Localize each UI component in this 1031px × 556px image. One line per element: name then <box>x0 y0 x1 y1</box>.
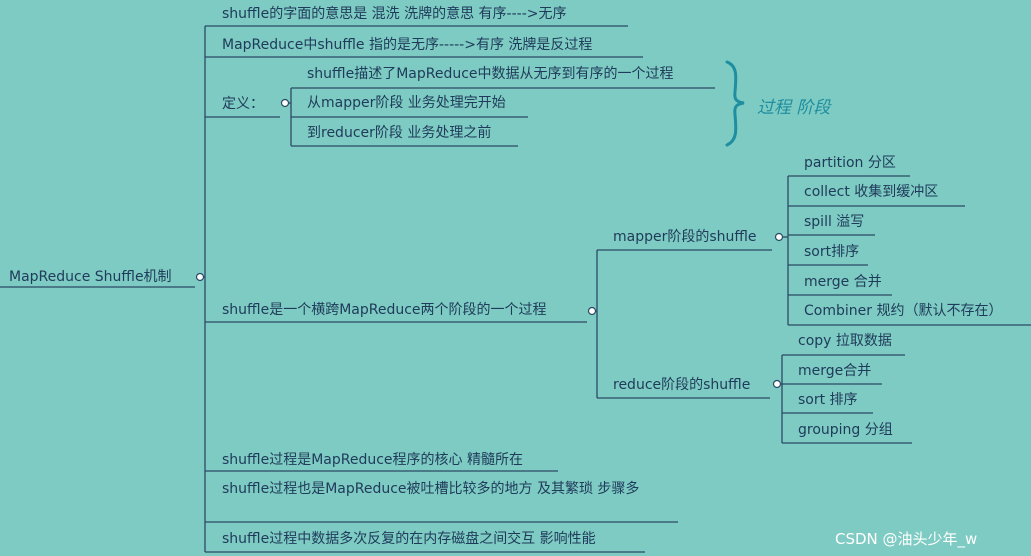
definition-toggle-icon <box>280 98 290 108</box>
reduce-item[interactable]: copy 拉取数据 <box>798 333 892 349</box>
literal-meaning-node[interactable]: shuffle的字面的意思是 混洗 洗牌的意思 有序---->无序 <box>222 6 567 22</box>
mapper-item[interactable]: partition 分区 <box>804 155 896 171</box>
mapper-item[interactable]: collect 收集到缓冲区 <box>804 184 939 200</box>
mapper-shuffle-node[interactable]: mapper阶段的shuffle <box>613 229 757 245</box>
definition-item[interactable]: 从mapper阶段 业务处理完开始 <box>307 95 506 111</box>
reduce-item[interactable]: grouping 分组 <box>798 422 893 438</box>
mapper-item[interactable]: merge 合并 <box>804 274 882 290</box>
root-toggle-icon <box>195 272 205 282</box>
complaint-node[interactable]: shuffle过程也是MapReduce被吐槽比较多的地方 及其繁琐 步骤多 <box>222 481 640 497</box>
mapper-toggle-icon <box>774 232 784 242</box>
cross-stage-toggle-icon <box>587 306 597 316</box>
watermark: CSDN @油头少年_w <box>835 530 978 548</box>
root-node[interactable]: MapReduce Shuffle机制 <box>9 269 172 285</box>
mapper-item[interactable]: Combiner 规约（默认不存在） <box>804 303 1003 319</box>
definition-item[interactable]: shuffle描述了MapReduce中数据从无序到有序的一个过程 <box>307 66 674 82</box>
core-node[interactable]: shuffle过程是MapReduce程序的核心 精髓所在 <box>222 452 523 468</box>
mapper-item[interactable]: sort排序 <box>804 244 860 260</box>
cross-stage-node[interactable]: shuffle是一个横跨MapReduce两个阶段的一个过程 <box>222 302 547 318</box>
reduce-item[interactable]: merge合并 <box>798 363 872 379</box>
mr-shuffle-meaning-node[interactable]: MapReduce中shuffle 指的是无序----->有序 洗牌是反过程 <box>222 37 593 53</box>
performance-node[interactable]: shuffle过程中数据多次反复的在内存磁盘之间交互 影响性能 <box>222 531 596 547</box>
brace-label: 过程 阶段 <box>757 98 831 118</box>
definition-node[interactable]: 定义： <box>222 96 264 112</box>
reduce-item[interactable]: sort 排序 <box>798 392 858 408</box>
reduce-toggle-icon <box>772 379 782 389</box>
definition-item[interactable]: 到reducer阶段 业务处理之前 <box>307 125 492 141</box>
curly-brace-icon <box>725 60 745 147</box>
reduce-shuffle-node[interactable]: reduce阶段的shuffle <box>613 377 751 393</box>
mapper-item[interactable]: spill 溢写 <box>804 214 865 230</box>
